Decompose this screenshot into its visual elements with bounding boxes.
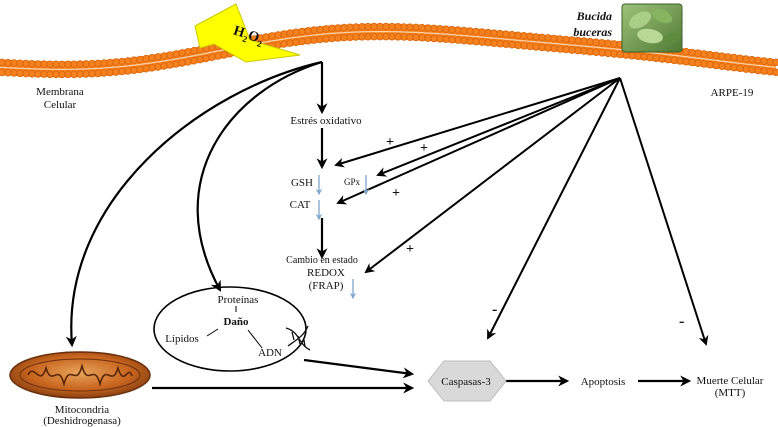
gpx-label: GPx: [344, 177, 361, 187]
caspase-label: Caspasas-3: [441, 376, 491, 388]
redox-label-line1: Cambio en estado: [286, 255, 358, 266]
bottom-arrows: [152, 358, 692, 394]
plus-sign-cat: +: [392, 186, 400, 201]
minus-sign-caspase: -: [492, 301, 497, 318]
membrane-label-line1: Membrana: [36, 86, 84, 98]
dna-label: ADN: [258, 347, 282, 359]
minus-sign-death: -: [679, 313, 684, 330]
plus-sign-gsh: +: [386, 135, 394, 150]
redox-label-line3: (FRAP): [309, 280, 344, 292]
plant-name-line1: Bucida: [576, 9, 612, 23]
dna-helix-icon: [285, 325, 311, 351]
mitochondria-label-line2: (Deshidrogenasa): [43, 415, 121, 427]
mitochondria-label-line1: Mitocondria: [55, 404, 109, 416]
cell-death-label-line1: Muerte Celular: [697, 375, 764, 387]
decrease-arrows: [315, 175, 370, 300]
h2o2-label: H2O2: [231, 24, 266, 50]
caspase-node: [427, 360, 507, 402]
cell-line-label: ARPE-19: [711, 87, 754, 99]
plant-leaf-icon: [621, 3, 683, 53]
mitochondria-icon: [9, 351, 151, 399]
plant-arrows: [334, 77, 709, 346]
stress-arrows: [65, 60, 328, 348]
plus-sign-gpx: +: [420, 141, 428, 156]
lightning-bolt-icon: H2O2: [194, 3, 301, 63]
membrane-label-line2: Celular: [44, 99, 77, 111]
apoptosis-label: Apoptosis: [581, 376, 626, 388]
proteins-label: Proteínas: [218, 294, 259, 306]
oxidative-stress-label: Estrés oxidativo: [290, 115, 362, 127]
damage-label: Daño: [223, 316, 249, 328]
plus-sign-redox: +: [406, 242, 414, 257]
cell-death-label-line2: (MTT): [715, 387, 746, 399]
cat-label: CAT: [290, 199, 311, 211]
redox-label-line2: REDOX: [307, 267, 345, 279]
gsh-label: GSH: [291, 177, 313, 189]
plant-name-line2: buceras: [573, 25, 612, 39]
lipids-label: Lípidos: [165, 333, 199, 345]
